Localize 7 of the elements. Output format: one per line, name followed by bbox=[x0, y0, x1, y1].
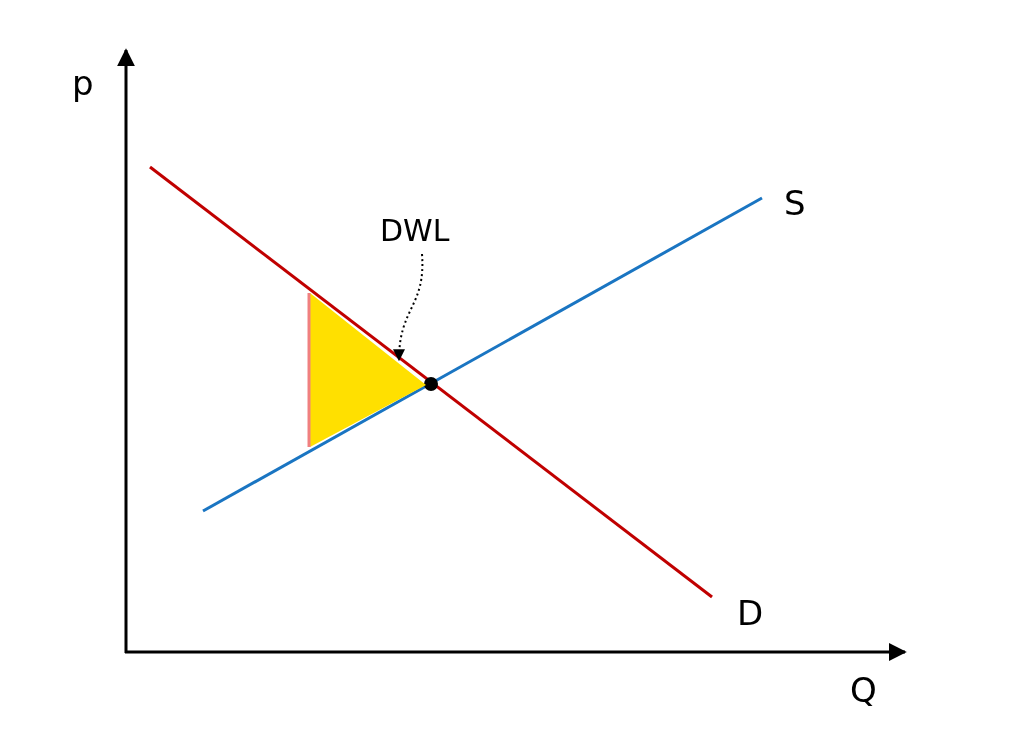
curve-label: S bbox=[784, 186, 806, 220]
leader-arrow bbox=[393, 253, 424, 362]
shaded-triangle bbox=[307, 293, 426, 447]
curve-label: D bbox=[737, 596, 764, 630]
annotation-text: DWL bbox=[380, 216, 450, 246]
axis-label: Q bbox=[850, 673, 877, 707]
axis-label: p bbox=[72, 66, 94, 100]
